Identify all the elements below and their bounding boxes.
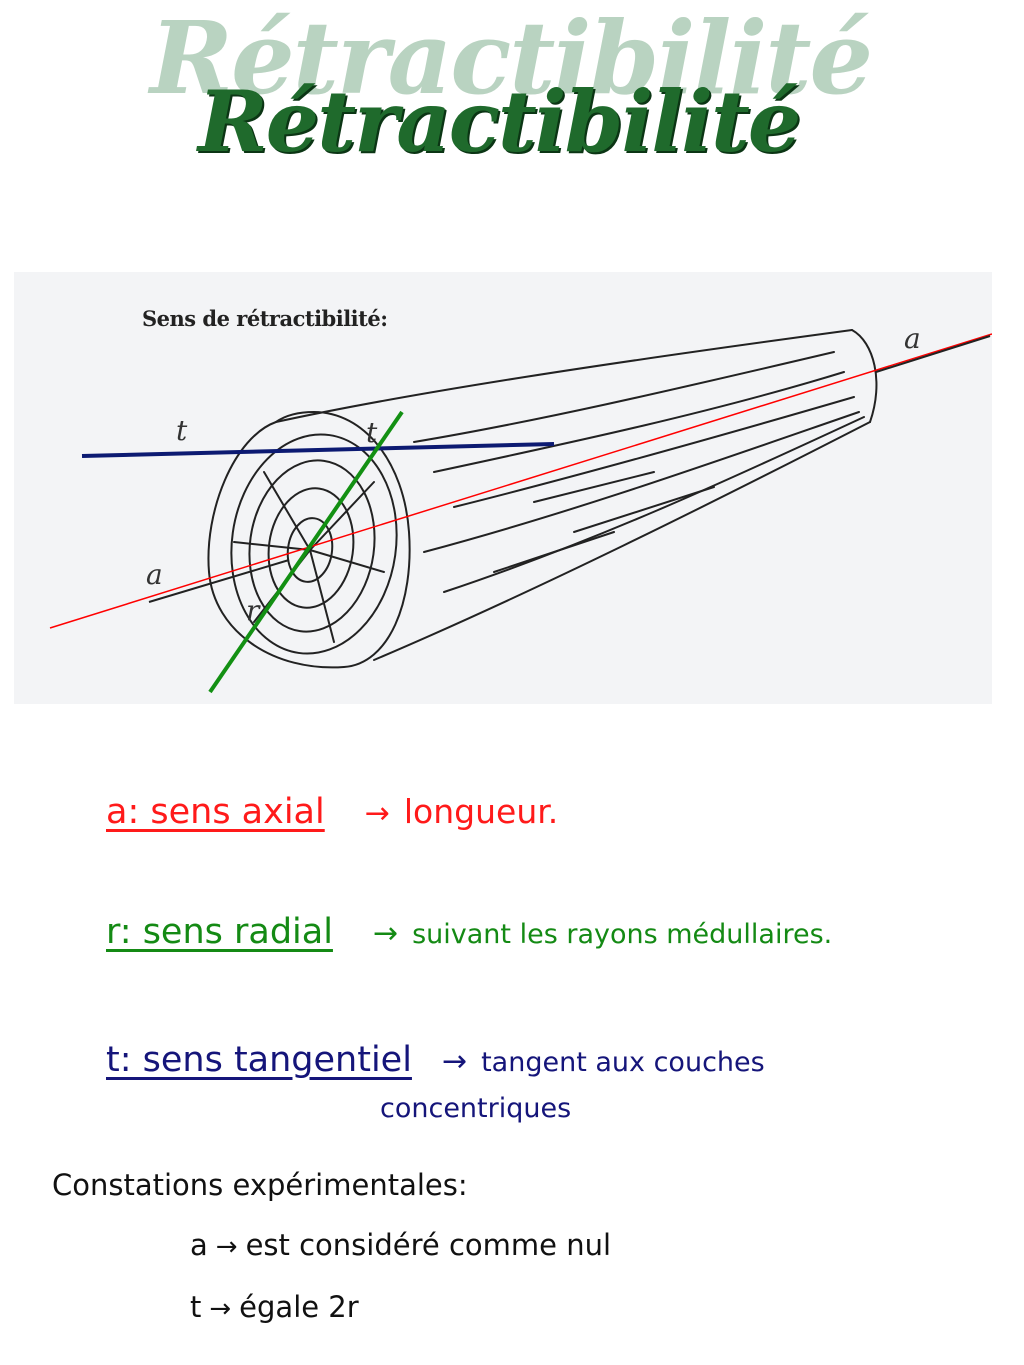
observations-title: Constations expérimentales: xyxy=(52,1168,468,1202)
log-bottom-edge xyxy=(373,421,871,661)
observation-text: égale 2r xyxy=(239,1290,359,1324)
legend-axial: a: sens axial → longueur. xyxy=(106,792,558,832)
label-t-left: t xyxy=(176,414,188,447)
log-far-end xyxy=(851,329,878,423)
log-end-face xyxy=(207,410,411,669)
legend-tangential-desc-cont: concentriques xyxy=(380,1093,572,1124)
arrow-icon: → xyxy=(364,796,390,831)
observation-subject: t xyxy=(190,1290,202,1324)
arrow-icon: → xyxy=(441,1044,468,1079)
observation-subject: a xyxy=(190,1228,208,1262)
observation-item: t→égale 2r xyxy=(190,1290,359,1324)
label-a-left: a xyxy=(146,558,163,591)
title-shadow: Rétractibilité xyxy=(150,0,873,117)
figure-caption: Sens de rétractibilité: xyxy=(142,306,388,331)
label-a-right: a xyxy=(904,322,921,355)
axial-arrow-left xyxy=(148,559,290,603)
log-top-edge xyxy=(275,329,853,423)
legend-axial-key: a: sens axial xyxy=(106,792,325,832)
arrow-icon: → xyxy=(209,1294,232,1324)
legend-radial-desc: suivant les rayons médullaires. xyxy=(412,919,833,950)
legend-radial: r: sens radial → suivant les rayons médull… xyxy=(106,912,832,952)
page-title: Rétractibilité xyxy=(198,72,801,171)
log-drawing xyxy=(49,329,992,694)
arrow-icon: → xyxy=(372,916,399,951)
axial-line xyxy=(49,333,992,629)
arrow-icon: → xyxy=(215,1232,238,1262)
label-r: r xyxy=(246,594,260,627)
axial-arrow-right xyxy=(875,335,991,373)
observation-item: a→est considéré comme nul xyxy=(190,1228,611,1262)
legend-axial-desc: longueur. xyxy=(403,792,559,831)
legend-tangential-desc: tangent aux couches xyxy=(481,1047,765,1078)
radial-line xyxy=(208,410,404,694)
legend-tangential: t: sens tangentiel → tangent aux couches xyxy=(106,1040,765,1080)
observation-text: est considéré comme nul xyxy=(245,1228,612,1262)
label-t-right: t xyxy=(366,416,378,449)
legend-tangential-key: t: sens tangentiel xyxy=(106,1040,412,1080)
legend-radial-key: r: sens radial xyxy=(106,912,333,952)
log-diagram: Sens de rétractibilité: xyxy=(14,272,992,704)
tangential-line xyxy=(81,442,555,458)
